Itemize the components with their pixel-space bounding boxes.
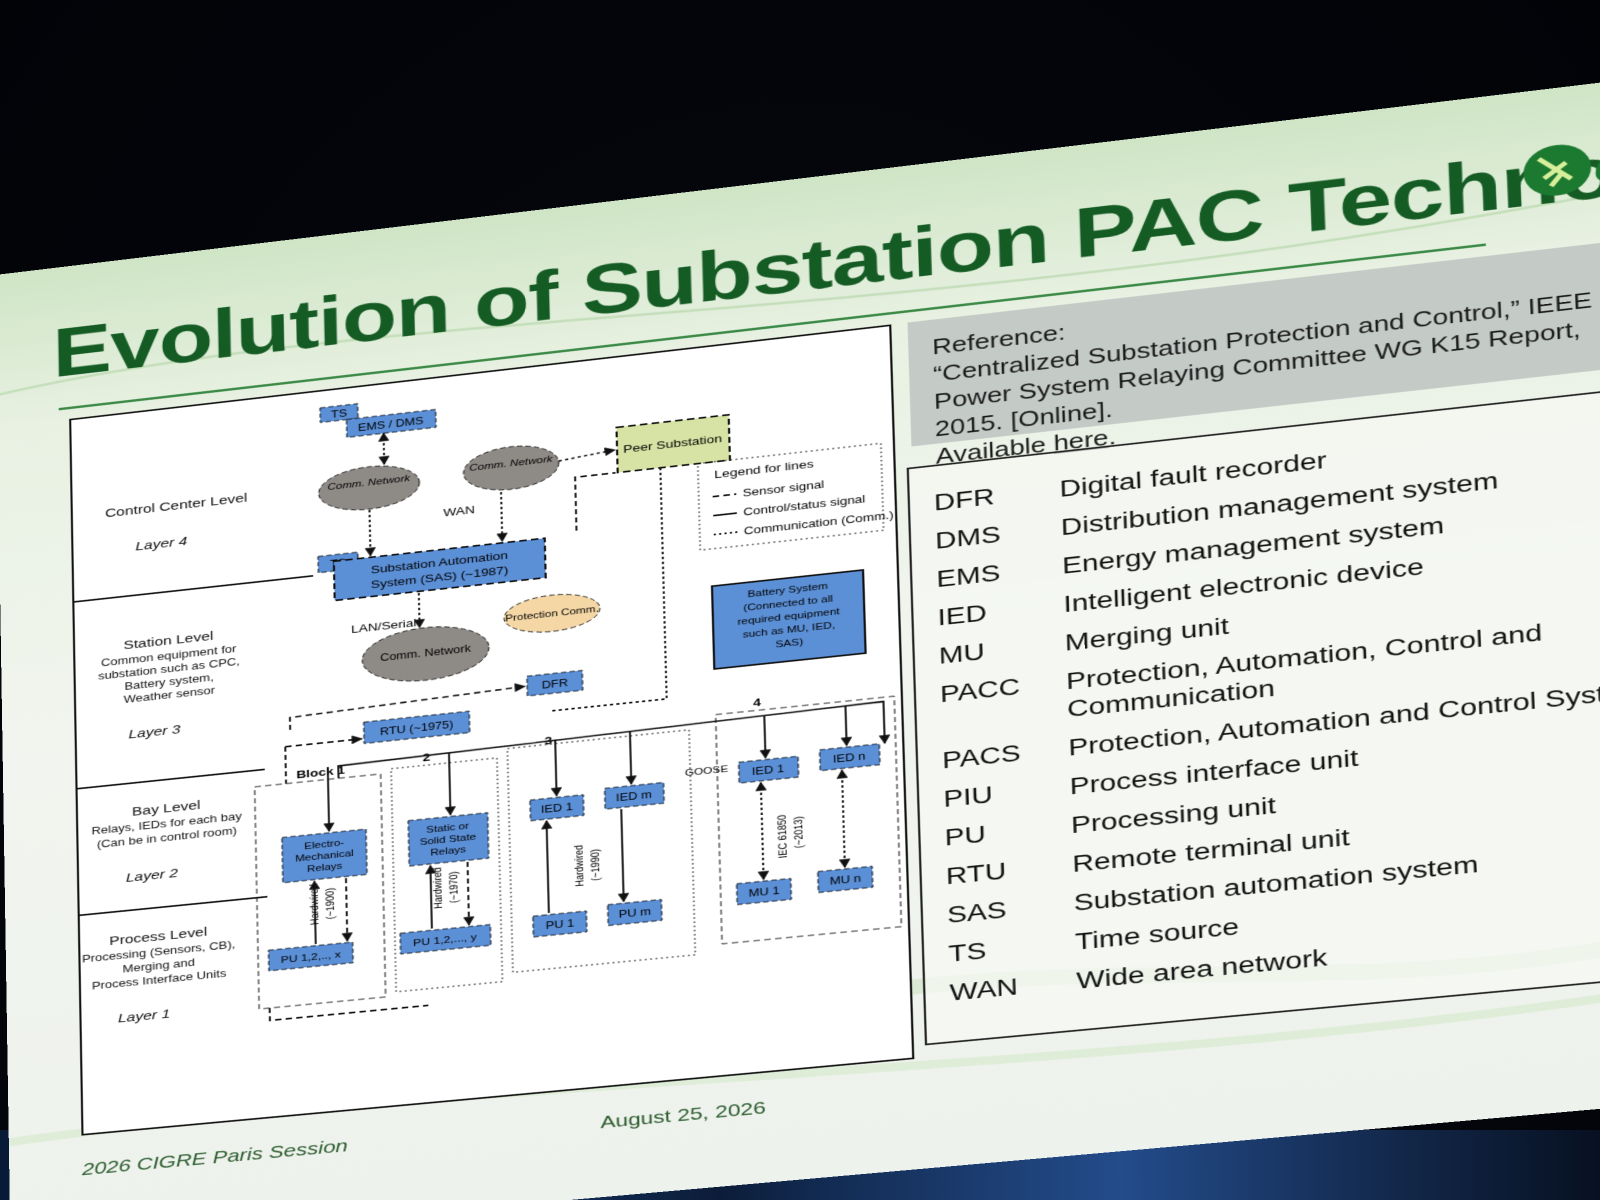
ied1b-mu1-link: [761, 783, 764, 880]
sas-to-peer-link: [575, 473, 617, 531]
bus-to-ssr: [449, 753, 450, 815]
mu-n-label: MU n: [830, 873, 862, 887]
presentation-slide: Evolution of Substation PAC Technologies…: [0, 69, 1600, 1200]
pux-to-emr: [314, 881, 315, 944]
hardwired-1970-label: Hardwired: [432, 867, 446, 910]
block-4-outline: [716, 696, 902, 944]
pac-architecture-diagram: Control Center Level Layer 4 Station Lev…: [69, 324, 914, 1135]
goose-label: GOOSE: [685, 764, 729, 778]
label-layer2: Layer 2: [126, 866, 179, 885]
label-layer1: Layer 1: [118, 1007, 170, 1025]
ts-top-box: [320, 404, 358, 423]
wan-label: WAN: [443, 503, 475, 519]
iedn-mun-link: [842, 770, 845, 867]
rtu-box: [364, 711, 470, 743]
battery-label-5: SAS): [775, 637, 803, 650]
level-divider-layer3: [78, 769, 265, 788]
dfr-label: DFR: [542, 678, 569, 692]
comm-network-cloud-1: [318, 461, 420, 515]
ied-n-label: IED n: [833, 751, 866, 765]
abbreviation-key: EMS: [936, 560, 1001, 593]
comm-network-cloud-2: [463, 441, 559, 494]
bus-to-ied1: [555, 739, 556, 795]
abbreviation-key: MU: [938, 639, 986, 669]
ssr-label-3: Relays: [430, 845, 466, 858]
ems-to-comm-link: [384, 433, 385, 464]
label-bay: Bay Level: [132, 798, 201, 818]
ts-top-label: TS: [331, 408, 347, 420]
emr-to-pux: [346, 878, 347, 941]
abbreviation-key: IED: [937, 600, 988, 631]
bus-to-iedn: [845, 706, 846, 745]
pu-1-label: PU 1: [545, 918, 574, 932]
hardwired-1990-year: (~1990): [589, 848, 603, 881]
block-4-label: 4: [753, 696, 762, 710]
block-2-label: 2: [422, 751, 430, 764]
label-layer4: Layer 4: [135, 534, 187, 553]
block-2-outline: [391, 758, 502, 992]
abbreviation-key: DMS: [934, 521, 1002, 554]
control-bus: [338, 701, 885, 798]
protection-comm-cloud: [504, 590, 601, 636]
sas-to-lan-link: [419, 593, 420, 627]
abbreviation-key: PIU: [943, 781, 994, 813]
ssr-label-1: Static or: [426, 821, 470, 835]
peer-substation-box: [616, 415, 729, 473]
iec61850-label: IEC 61850: [776, 814, 790, 859]
hardwired-1900-label: Hardwired: [308, 883, 321, 926]
emr-label-1: Electro-: [304, 838, 344, 852]
legend-comm-line: [714, 532, 738, 535]
comm2-to-peer-link: [559, 450, 615, 461]
bus-to-ied1b: [764, 715, 765, 757]
comm2-to-sas-link: [501, 492, 502, 541]
legend-sensor-line: [713, 494, 737, 497]
comm-network-cloud-3: [362, 621, 490, 687]
sas-box: [334, 538, 546, 600]
level-divider-layer2: [80, 897, 268, 916]
battery-system-box: [712, 570, 866, 669]
diagram-canvas: Control Center Level Layer 4 Station Lev…: [71, 326, 916, 1137]
level-divider-layer4: [74, 576, 313, 602]
abbreviation-key: PU: [944, 821, 987, 851]
comm1-to-sas-link: [369, 510, 370, 556]
hardwired-1990-label: Hardwired: [573, 844, 587, 887]
ied-m-label: IED m: [616, 790, 652, 804]
abbreviation-key: SAS: [946, 897, 1007, 929]
block-1-label: Block 1: [296, 764, 345, 782]
pu1-to-ied1: [547, 821, 549, 913]
hardwired-1970-year: (~1970): [448, 871, 461, 904]
layer1-return-link: [270, 993, 429, 1021]
abbreviation-key: RTU: [945, 858, 1007, 890]
iedm-to-pum: [621, 809, 623, 901]
abbreviation-key: PACS: [941, 740, 1022, 774]
solid-state-relays-box: [408, 813, 489, 866]
abbreviation-key: PACC: [939, 673, 1021, 708]
label-control-center: Control Center Level: [105, 491, 248, 520]
abbreviation-key: TS: [948, 937, 987, 967]
iec61850-year: (~2013): [793, 816, 807, 849]
legend-sensor: Sensor signal: [743, 480, 825, 500]
label-layer3: Layer 3: [128, 722, 181, 741]
ssr-to-puy: [468, 862, 470, 925]
electromechanical-relays-box: [282, 829, 367, 883]
legend-control-line: [713, 513, 737, 516]
abbreviation-key: DFR: [933, 484, 995, 516]
emr-label-3: Relays: [307, 861, 343, 874]
ts-sas-box: [318, 552, 358, 573]
ied-1-label: IED 1: [541, 802, 573, 816]
ied-1b-label: IED 1: [752, 764, 785, 778]
mu-1-label: MU 1: [748, 886, 779, 900]
pu-m-label: PU m: [619, 907, 651, 921]
bus-to-iedm: [630, 732, 631, 784]
label-process-desc3: Process Interface Units: [92, 969, 227, 993]
hardwired-1900-year: (~1900): [324, 887, 337, 920]
abbreviation-key: WAN: [949, 973, 1019, 1006]
